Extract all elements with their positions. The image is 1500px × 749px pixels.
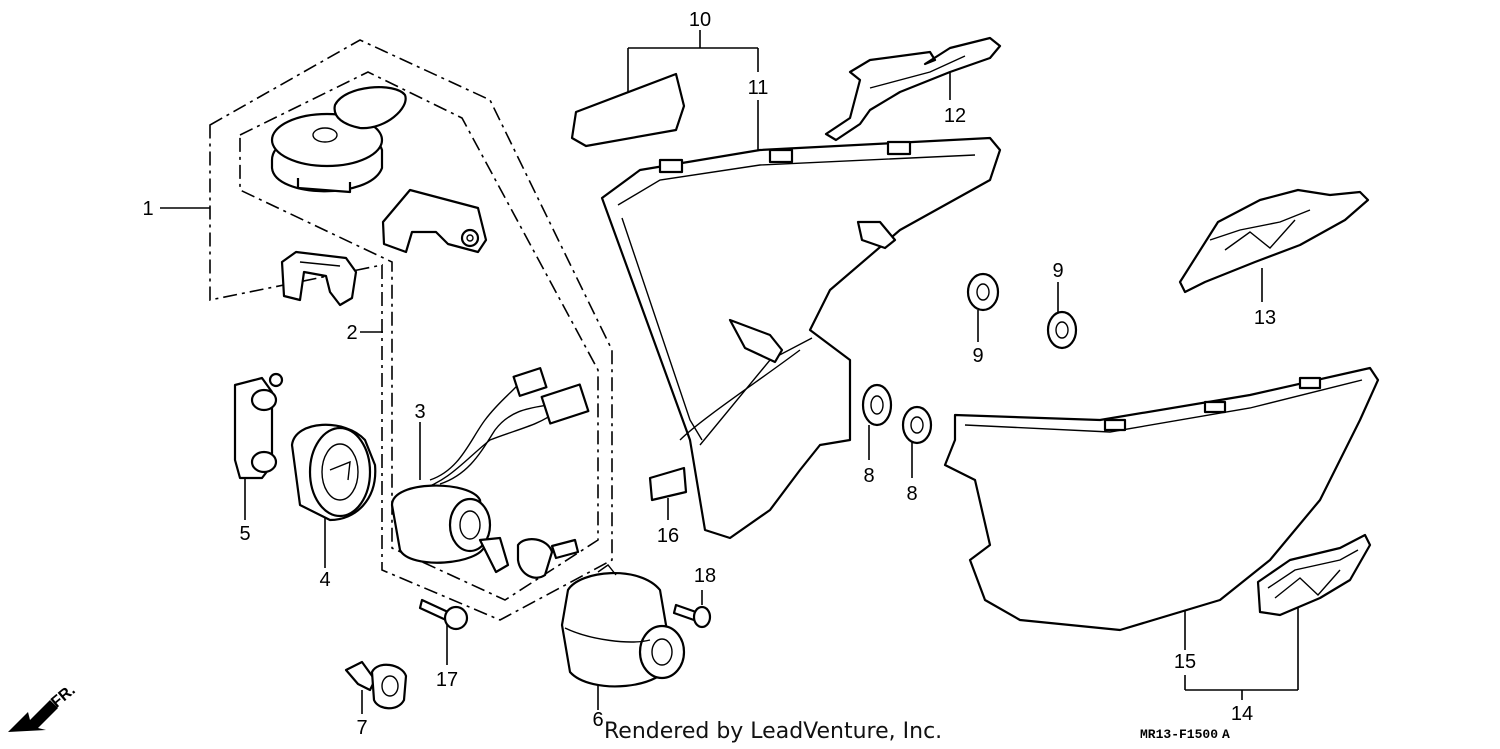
figure-code: MR13-F1500	[1140, 727, 1218, 742]
bolt-17	[418, 598, 469, 631]
grommet-9a	[966, 272, 1000, 312]
lock-cover	[280, 250, 358, 307]
callout-6: 6	[592, 709, 603, 731]
callout-4: 4	[319, 569, 330, 591]
callout-9a: 9	[972, 345, 983, 367]
callout-8a: 8	[863, 465, 874, 487]
callout-15: 15	[1174, 651, 1196, 673]
assembly-2-boundary	[239, 71, 599, 601]
emblem-13	[1178, 188, 1370, 294]
callout-14: 14	[1231, 703, 1253, 725]
figure-suffix: A	[1222, 727, 1230, 742]
lock-housing-6	[560, 564, 686, 688]
fuel-cap-assembly	[270, 86, 407, 194]
callout-12: 12	[944, 105, 966, 127]
callout-11: 11	[748, 77, 769, 99]
label-10	[570, 72, 686, 148]
callout-17: 17	[436, 669, 458, 691]
callout-5: 5	[239, 523, 250, 545]
grommet-9b	[1046, 310, 1078, 350]
front-arrow-icon	[8, 700, 58, 732]
callout-3: 3	[414, 401, 425, 423]
render-credit: Rendered by LeadVenture, Inc.	[604, 719, 942, 744]
callout-7: 7	[356, 717, 367, 739]
emblem-12	[824, 36, 1002, 142]
ignition-switch-assembly	[390, 367, 590, 579]
lock-cylinder-4	[290, 423, 377, 522]
grommet-8a	[861, 383, 893, 427]
label-16	[648, 466, 688, 502]
grommet-8b	[901, 405, 933, 445]
bracket-5	[233, 372, 284, 480]
key-7	[344, 660, 408, 710]
callout-1: 1	[142, 198, 153, 220]
callout-2: 2	[346, 322, 357, 344]
side-cover-11	[600, 136, 1002, 540]
side-cover-15	[943, 366, 1380, 632]
callout-16: 16	[657, 525, 679, 547]
callout-8b: 8	[906, 483, 917, 505]
screw-18	[672, 603, 712, 629]
seat-lock-bracket	[381, 188, 488, 254]
leader-lines	[160, 30, 1299, 714]
callout-10: 10	[689, 9, 711, 31]
emblem-14	[1256, 533, 1372, 617]
callout-9b: 9	[1052, 260, 1063, 282]
callout-13: 13	[1254, 307, 1276, 329]
callout-18: 18	[694, 565, 716, 587]
